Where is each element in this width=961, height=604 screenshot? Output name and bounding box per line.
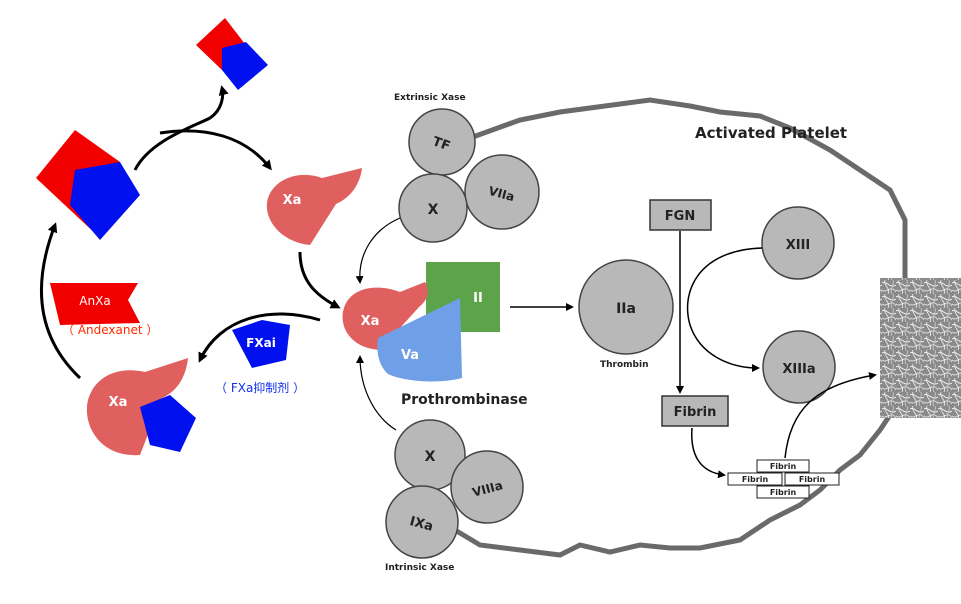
arrow-intrinsic-to-xa bbox=[356, 355, 397, 431]
arrow-xiiia-to-clot bbox=[784, 372, 877, 459]
node-xiiia: XIIIa bbox=[762, 330, 836, 404]
svg-text:X: X bbox=[425, 449, 436, 465]
extrinsic-xase-label: Extrinsic Xase bbox=[394, 93, 466, 103]
svg-text:Fibrin: Fibrin bbox=[674, 405, 717, 420]
svg-text:TF: TF bbox=[430, 134, 452, 154]
thrombin-label: Thrombin bbox=[600, 360, 648, 370]
arrow-xa-center-to-xa-left bbox=[198, 312, 321, 363]
andexanet-label: （ Andexanet ） bbox=[62, 323, 158, 337]
complex-anxa-xa-top bbox=[196, 18, 268, 90]
node-xa-left: Xa bbox=[86, 358, 188, 456]
svg-text:XIIIa: XIIIa bbox=[782, 362, 815, 377]
node-va: Va bbox=[377, 298, 462, 382]
node-fxai: FXai bbox=[232, 320, 290, 368]
fibrin-brick-1: Fibrin bbox=[770, 462, 797, 471]
arrow-extrinsic-to-xa bbox=[355, 217, 401, 284]
arrow-xa-top-to-center bbox=[298, 251, 341, 309]
node-viiia: VIIIa bbox=[450, 450, 524, 524]
node-anxa: AnXa bbox=[50, 283, 140, 325]
node-ixa: IXa bbox=[385, 485, 459, 559]
svg-text:Xa: Xa bbox=[109, 395, 128, 410]
complex-anxa-xa-left bbox=[36, 130, 140, 240]
node-iia: IIa bbox=[578, 259, 674, 355]
arrow-complex-left-to-top bbox=[133, 85, 229, 171]
fxa-inhibitor-label: （ FXa抑制剂 ） bbox=[215, 380, 305, 395]
svg-text:X: X bbox=[428, 202, 439, 218]
svg-text:FGN: FGN bbox=[665, 209, 695, 224]
node-xa-center: Xa bbox=[342, 282, 428, 350]
node-x-top: X bbox=[398, 173, 468, 243]
node-tf: TF bbox=[408, 108, 476, 176]
activated-platelet-label: Activated Platelet bbox=[695, 124, 847, 142]
arrow-xiii-to-xiiia bbox=[686, 247, 763, 372]
svg-text:VIIa: VIIa bbox=[487, 184, 516, 204]
svg-text:FXai: FXai bbox=[246, 336, 276, 350]
svg-text:AnXa: AnXa bbox=[79, 294, 110, 308]
svg-text:Va: Va bbox=[401, 348, 419, 363]
svg-text:XIII: XIII bbox=[786, 238, 811, 253]
arrow-fibrin-to-mesh bbox=[691, 427, 726, 479]
svg-text:II: II bbox=[473, 291, 483, 306]
fibrin-mesh-image bbox=[880, 278, 961, 418]
fibrin-mesh-brick: Fibrin Fibrin Fibrin Fibrin bbox=[727, 459, 840, 499]
arrow-xa-left-to-complex bbox=[39, 222, 82, 380]
fxai-bound-left bbox=[140, 395, 196, 452]
fibrin-brick-2: Fibrin bbox=[742, 475, 769, 484]
fibrin-brick-3: Fibrin bbox=[799, 475, 826, 484]
svg-text:IIa: IIa bbox=[616, 301, 636, 317]
node-viia: VIIa bbox=[464, 154, 540, 230]
intrinsic-xase-label: Intrinsic Xase bbox=[385, 563, 454, 573]
svg-text:Xa: Xa bbox=[361, 314, 380, 329]
arrow-complex-left-to-xa-top bbox=[159, 129, 272, 171]
svg-text:Xa: Xa bbox=[283, 193, 302, 208]
svg-text:IXa: IXa bbox=[408, 514, 435, 535]
node-fgn: FGN bbox=[649, 199, 712, 231]
fibrin-brick-4: Fibrin bbox=[770, 488, 797, 497]
node-xiii: XIII bbox=[761, 206, 835, 280]
node-xa-top: Xa bbox=[266, 168, 362, 245]
node-fibrin: Fibrin bbox=[661, 395, 729, 427]
prothrombinase-label: Prothrombinase bbox=[401, 392, 528, 408]
